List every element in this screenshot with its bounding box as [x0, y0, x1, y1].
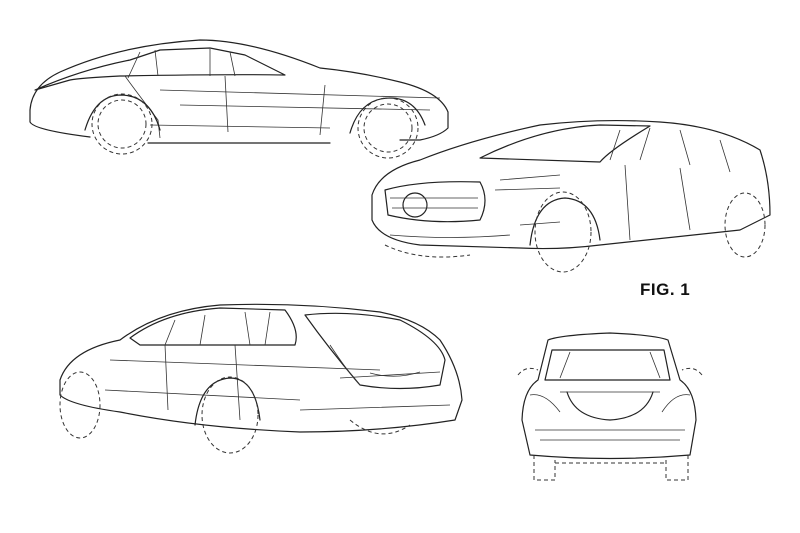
side-view-drawing	[29, 39, 449, 159]
front-perspective-drawing	[371, 119, 771, 273]
rear-view-drawing	[517, 332, 703, 481]
rear-perspective-drawing	[59, 303, 463, 454]
figure-label: FIG. 1	[640, 280, 691, 299]
